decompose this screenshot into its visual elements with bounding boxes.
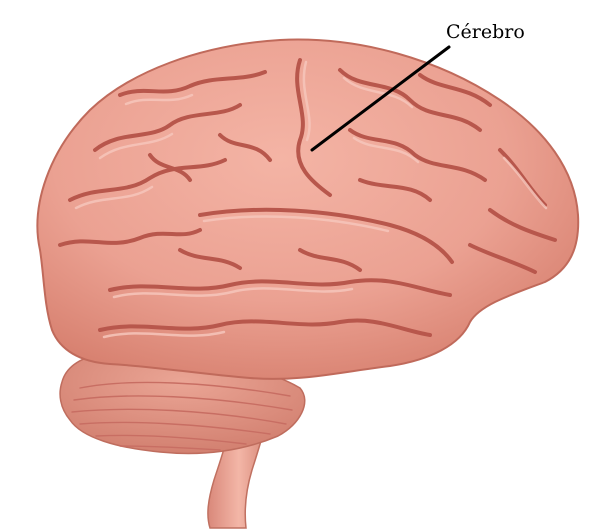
cerebro-label: Cérebro [446,21,525,43]
cerebrum [36,38,580,380]
cerebro-leader-line [310,45,451,152]
